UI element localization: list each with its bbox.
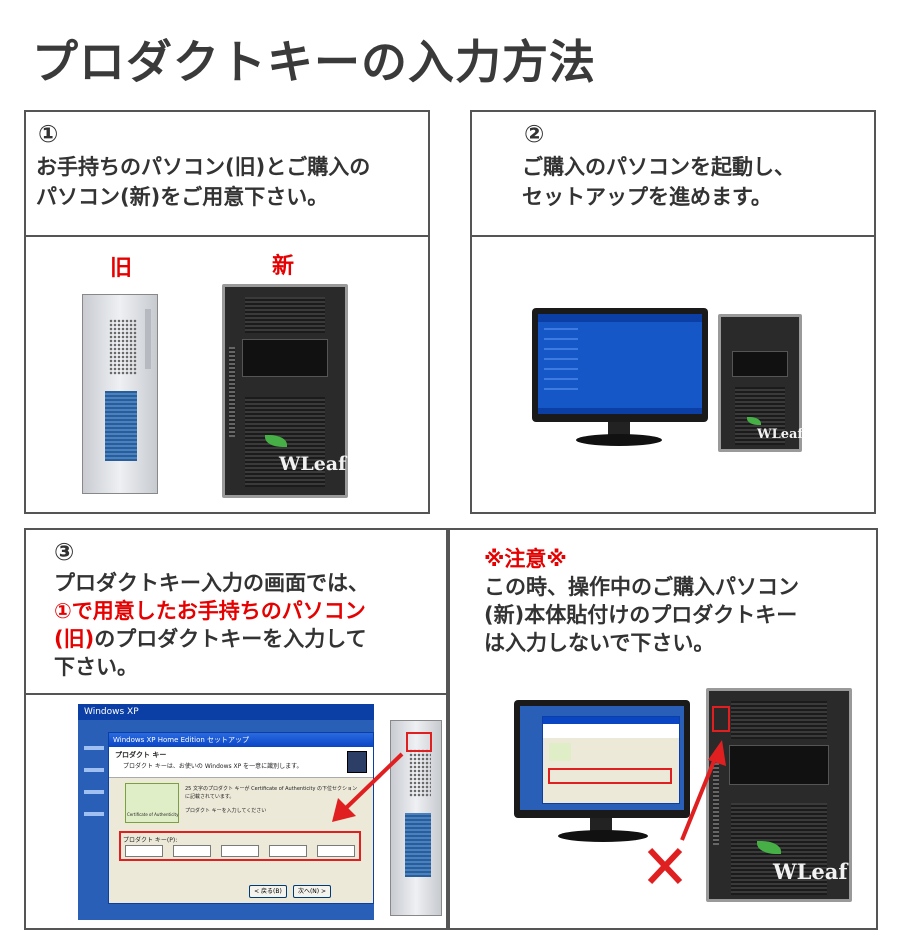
coa-sticker-image: Certificate of Authenticity [125,783,179,823]
leaf-logo-icon-2 [747,417,761,425]
step-3-panel: ③ プロダクトキー入力の画面では、 ①で用意したお手持ちのパソコン (旧)のプロ… [24,528,448,930]
step-1-number: ① [38,120,59,148]
warning-line-2: (新)本体貼付けのプロダクトキー [484,603,798,627]
old-pc-image-2 [390,720,442,916]
monitor-image-2 [514,700,690,818]
old-pc-key-sticker-highlight [406,732,432,752]
step-3-number: ③ [54,538,75,566]
product-key-field-2[interactable] [173,845,211,857]
new-pc-3-drive-bay [728,745,830,785]
product-key-highlight-2 [548,768,672,784]
monitor-base-2 [558,830,648,842]
prohibited-arrow [647,740,726,885]
warning-title: ※注意※ [484,547,567,571]
step-3-line-4: 下さい。 [54,655,138,679]
product-key-field-5[interactable] [317,845,355,857]
next-button[interactable]: 次へ(N) > [293,885,331,898]
dialog-caption: Windows XP Home Edition セットアップ [109,733,373,747]
product-key-highlight [119,831,361,861]
brand-logo-2: WLeaf [757,427,804,442]
warning-line-1: この時、操作中のご購入パソコン [484,575,799,599]
xp-setup-screenshot: Windows XP Windows XP Home Edition セットアッ… [78,704,374,920]
step-2-line-2: セットアップを進めます。 [522,185,772,209]
new-pc-mesh-top [245,297,325,333]
old-pc-label: 旧 [110,256,133,281]
back-button[interactable]: < 戻る(B) [249,885,287,898]
step-2-panel: ② ご購入のパソコンを起動し、 セットアップを進めます。 WLeaf [470,110,876,514]
coa-label: Certificate of Authenticity [127,812,179,817]
new-pc-label: 新 [272,254,295,279]
monitor-base [576,434,662,446]
cross-mark-icon [647,847,683,885]
leaf-logo-icon [265,435,287,447]
step-1-line-2: パソコン(新)をご用意下さい。 [36,185,329,209]
old-pc-2-front-panel [405,813,431,877]
warning-line-3: は入力しないで下さい。 [484,631,715,655]
step-3-line-3-rest: のプロダクトキーを入力して [94,627,367,651]
product-key-dialog: Windows XP Home Edition セットアップ プロダクト キー … [108,732,374,904]
dialog-key-icon [347,751,367,773]
xp-step-list [84,734,104,834]
new-pc-3-side-vent [713,755,719,845]
old-pc-drive-slot [145,309,151,369]
dialog-header: プロダクト キー プロダクト キーは、お使いの Windows XP を一意に識… [109,747,373,778]
xp-screen-2-dialog-header [543,724,679,738]
old-pc-2-vent [409,749,431,797]
new-pc-key-sticker-highlight [712,706,730,732]
new-pc-side-vent [229,347,235,437]
new-pc-image: WLeaf [222,284,348,498]
step-1-line-1: お手持ちのパソコン(旧)とご購入の [36,155,371,179]
monitor-image [532,308,708,422]
step-2-line-1: ご購入のパソコンを起動し、 [522,155,795,179]
warning-panel: ※注意※ この時、操作中のご購入パソコン (新)本体貼付けのプロダクトキー は入… [448,528,878,930]
new-pc-2-mesh [735,387,785,445]
step-2-divider [472,235,874,237]
step-3-old-label: (旧) [54,627,95,651]
step-3-line-1: プロダクトキー入力の画面では、 [54,571,369,595]
xp-setup-screen-2 [520,706,684,810]
product-key-field-3[interactable] [221,845,259,857]
dialog-body-2: に記載されています。 [185,794,235,800]
old-pc-image [82,294,158,494]
dialog-body-3: プロダクト キーを入力してください [185,808,267,814]
dialog-subheading: プロダクト キーは、お使いの Windows XP を一意に識別します。 [123,763,303,770]
brand-logo-3: WLeaf [773,859,848,884]
new-pc-3-mesh-top [731,701,827,739]
product-key-field-1[interactable] [125,845,163,857]
dialog-heading: プロダクト キー [115,751,167,759]
old-pc-front-panel [105,391,137,461]
xp-logo-bar: Windows XP [78,704,374,720]
xp-screen-2-dialog-caption [543,717,679,724]
page-title: プロダクトキーの入力方法 [32,35,596,89]
step-1-panel: ① お手持ちのパソコン(旧)とご購入の パソコン(新)をご用意下さい。 旧 新 … [24,110,430,514]
xp-screen-bottom-bar [538,408,702,414]
arrow-to-product-key [332,752,404,822]
product-key-label: プロダクト キー(P): [123,837,178,844]
step-2-number: ② [524,120,545,148]
monitor-stand [608,422,630,436]
xp-screen-taskbar [538,314,702,322]
step-3-divider [26,693,446,695]
step-3-line-3: (旧)のプロダクトキーを入力して [54,624,367,654]
new-pc-image-2: WLeaf [718,314,804,452]
xp-screen-sidebar [544,328,578,398]
leaf-logo-icon-3 [757,841,781,854]
new-pc-2-drive-bay [731,351,789,377]
xp-screen-2-dialog [542,716,680,804]
xp-setup-screen [538,314,702,414]
xp-screen-2-coa-sticker [549,743,571,761]
new-pc-image-3: WLeaf [706,688,852,902]
dialog-body-1: 25 文字のプロダクト キーが Certificate of Authentic… [185,786,358,792]
step-3-line-2: ①で用意したお手持ちのパソコン [54,599,366,623]
step-1-divider [26,235,428,237]
brand-logo: WLeaf [279,453,347,475]
product-key-field-4[interactable] [269,845,307,857]
new-pc-drive-bay [241,339,329,377]
old-pc-vent [109,319,137,375]
